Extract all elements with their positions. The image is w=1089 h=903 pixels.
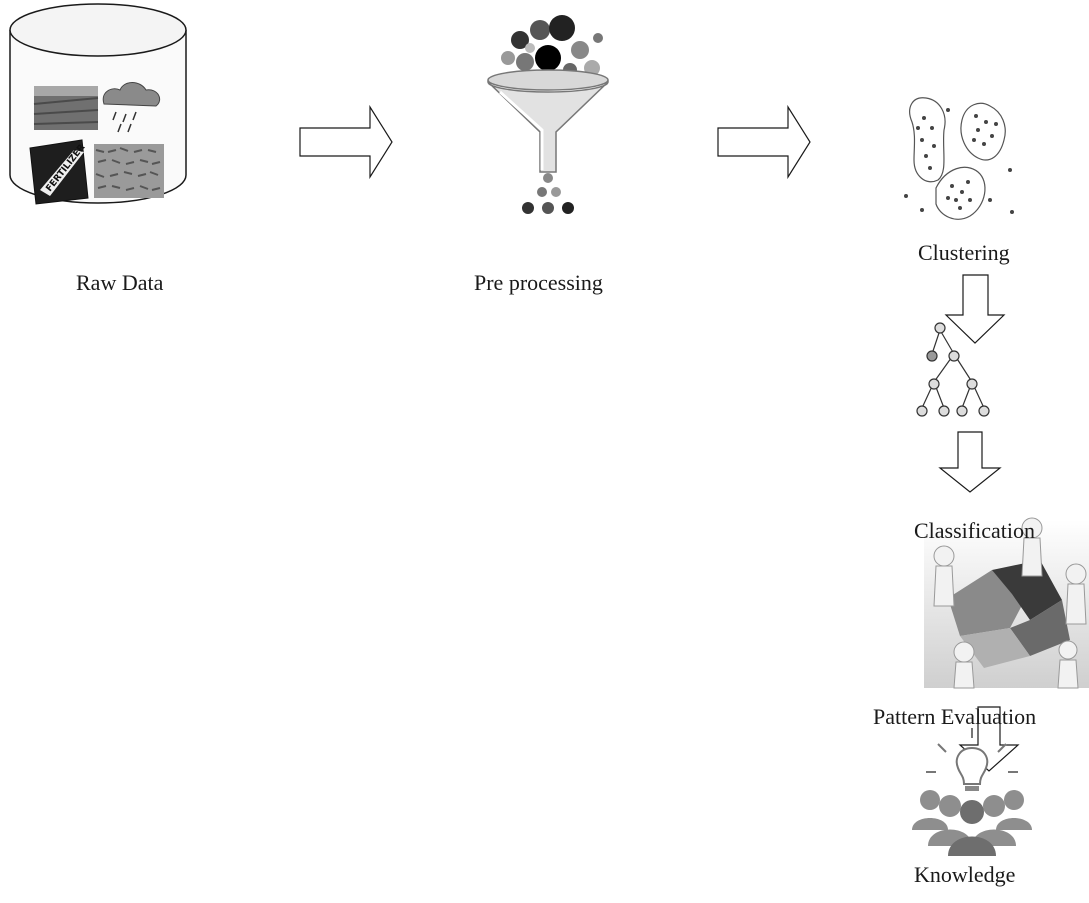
clustering-label: Clustering <box>918 240 1010 265</box>
raw-data-label: Raw Data <box>76 270 164 295</box>
classification-label: Classification <box>914 518 1035 543</box>
funnel-icon <box>487 15 609 214</box>
database-cylinder-icon: FERTILIZER <box>9 3 187 205</box>
field-photo-icon <box>33 86 99 130</box>
arrow-right-icon <box>717 104 811 180</box>
arrow-right-icon <box>299 104 393 180</box>
arrow-down-icon <box>944 274 1006 344</box>
pre-processing-label: Pre processing <box>474 270 603 295</box>
grain-photo-icon <box>94 144 164 198</box>
fertilizer-bag-icon: FERTILIZER <box>29 139 89 205</box>
pattern-evaluation-label: Pattern Evaluation <box>873 704 1037 729</box>
lightbulb-icon <box>955 746 989 785</box>
decision-tree-icon <box>916 322 990 417</box>
people-lightbulb-icon <box>912 728 1032 856</box>
arrow-down-icon <box>938 431 1002 493</box>
rain-cloud-icon <box>102 82 161 133</box>
scatter-clusters-icon <box>904 97 1014 220</box>
puzzle-people-icon <box>924 517 1089 689</box>
knowledge-label: Knowledge <box>914 862 1016 887</box>
